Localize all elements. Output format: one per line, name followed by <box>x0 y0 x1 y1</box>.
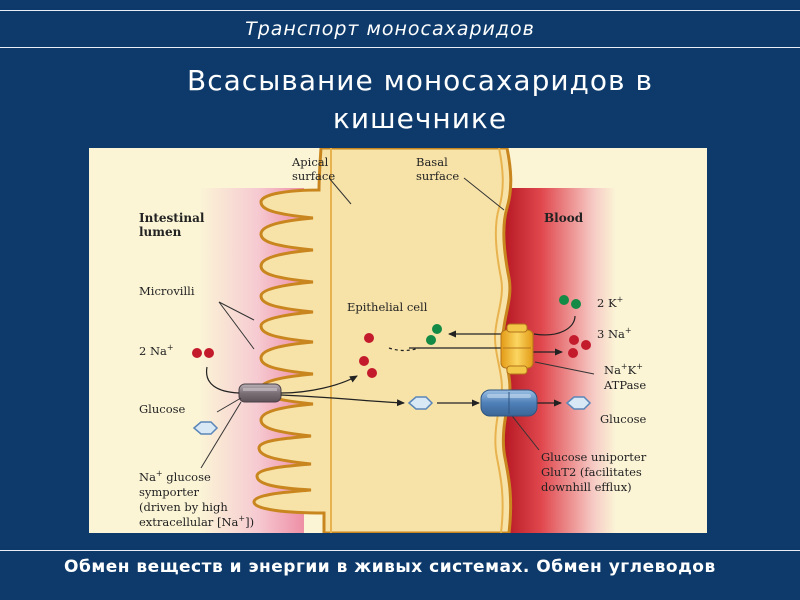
microvilli-leader-2 <box>218 301 255 350</box>
sodium-ion <box>359 356 369 366</box>
epithelial-cell-label: Epithelial cell <box>347 300 428 314</box>
sodium-ion <box>581 340 591 350</box>
potassium-right-label: 2 K+ <box>597 295 623 310</box>
sodium-ion <box>364 333 374 343</box>
potassium-ion <box>426 335 436 345</box>
sodium-to-cell-arrow <box>280 375 358 394</box>
symporter-label-3: (driven by high <box>139 500 228 514</box>
atpase-label-1: Na+K+ <box>604 362 643 377</box>
lumen-label-2: lumen <box>139 225 182 239</box>
sodium-ion <box>367 368 377 378</box>
apical-leader <box>328 177 352 205</box>
footer-rule <box>0 550 800 551</box>
basal-leader <box>463 177 505 211</box>
sodium-potassium-atpase <box>500 323 534 375</box>
glucose-molecule-blood <box>565 396 592 410</box>
uniporter-label-1: Glucose uniporter <box>541 450 647 464</box>
potassium-ion <box>432 324 442 334</box>
sodium-entry-arrow <box>206 366 240 394</box>
epithelial-cell <box>252 148 513 533</box>
sodium-right-label: 3 Na+ <box>597 326 632 341</box>
top-rule <box>0 10 800 11</box>
diagram-svg: Apical surface Basal surface Intestinal … <box>139 148 647 533</box>
glucose-molecule-cell <box>407 396 434 410</box>
symporter-label-4: extracellular [Na+]) <box>139 514 254 529</box>
microvilli-leader-1 <box>218 301 255 321</box>
footer-text: Обмен веществ и энергии в живых системах… <box>64 557 716 577</box>
uniporter-label-3: downhill efflux) <box>541 480 632 494</box>
apical-label-2: surface <box>292 169 335 183</box>
glucose-right-label: Glucose <box>600 412 647 426</box>
membrane-inner-edge <box>330 148 504 533</box>
glucose-left-label: Glucose <box>139 402 186 416</box>
potassium-entry-arrow <box>533 315 576 336</box>
microvilli-label: Microvilli <box>139 284 195 298</box>
glucose-molecule-lumen <box>192 421 219 435</box>
symporter-leader <box>200 401 242 469</box>
sodium-ion <box>192 348 202 358</box>
potassium-ion <box>559 295 569 305</box>
atpase-label-2: ATPase <box>603 378 646 392</box>
lumen-label-1: Intestinal <box>139 211 205 225</box>
header-rule <box>0 47 800 48</box>
potassium-ions <box>426 295 581 345</box>
sodium-ion <box>569 335 579 345</box>
atpase-leader <box>534 361 595 375</box>
slide-title: Всасывание моносахаридов в кишечнике <box>120 62 720 138</box>
uniporter-leader <box>508 411 540 451</box>
symporter-label-2: symporter <box>139 485 200 499</box>
intestinal-absorption-diagram: Apical surface Basal surface Intestinal … <box>89 148 707 533</box>
glucose-to-cell-arrow <box>280 394 405 407</box>
sodium-glucose-symporter <box>238 383 282 403</box>
sodium-ion <box>204 348 214 358</box>
slide-title-line-1: Всасывание моносахаридов в <box>187 64 653 97</box>
slide-title-line-2: кишечнике <box>332 102 508 135</box>
glucose-left-leader <box>216 397 242 413</box>
potassium-ion <box>571 299 581 309</box>
sodium-ion <box>568 348 578 358</box>
uniporter-label-2: GluT2 (facilitates <box>541 465 642 479</box>
symporter-label-1: Na+ glucose <box>139 469 211 484</box>
apical-label-1: Apical <box>291 155 329 169</box>
basal-label-2: surface <box>416 169 459 183</box>
section-title: Транспорт моносахаридов <box>245 18 535 40</box>
basal-label-1: Basal <box>416 155 448 169</box>
glut2-uniporter <box>480 389 538 417</box>
sodium-left-label: 2 Na+ <box>139 343 174 358</box>
sodium-ions <box>192 333 591 378</box>
blood-label: Blood <box>544 211 584 225</box>
sodium-cytosol-dash <box>388 347 420 352</box>
